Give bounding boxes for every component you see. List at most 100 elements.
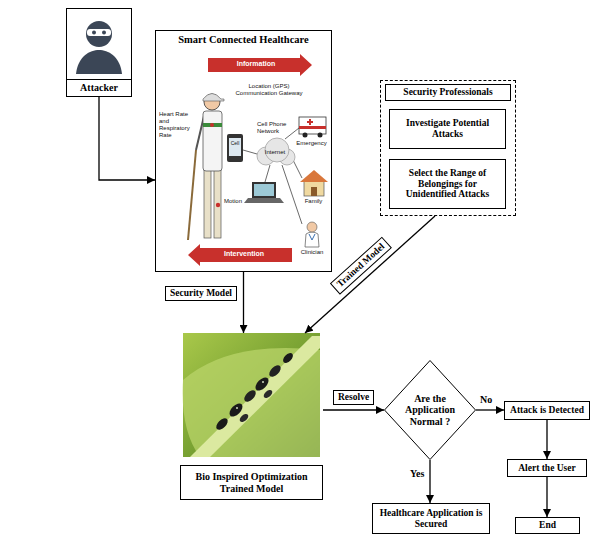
laptop — [252, 182, 276, 198]
network-links — [265, 165, 270, 182]
cell-phone — [227, 134, 243, 162]
patient-figure — [204, 170, 211, 238]
internet-cloud — [257, 138, 295, 165]
terminal-box: End — [515, 517, 580, 534]
aphid-photo — [262, 388, 274, 399]
node-label: Investigate Potential Attacks — [390, 116, 505, 142]
illustration-label: Cell Phone Network — [257, 121, 299, 135]
patient-figure — [203, 123, 222, 127]
diamond-outline — [385, 361, 476, 460]
patient-figure — [214, 170, 221, 238]
house — [300, 170, 328, 196]
aphid-photo — [267, 363, 283, 379]
laptop — [244, 182, 284, 203]
house — [304, 181, 324, 196]
ambulance — [299, 117, 326, 134]
aphid-photo — [214, 416, 230, 432]
flow-arrow — [546, 420, 547, 459]
network-links — [282, 165, 302, 224]
node-label: Attacker — [67, 79, 131, 97]
ambulance — [303, 133, 308, 138]
process-box: Healthcare Application is Secured — [372, 503, 490, 534]
edge-label: Security Model — [165, 286, 237, 301]
patient-figure — [188, 94, 224, 241]
node-label: Security Professionals — [385, 84, 511, 101]
node-label: Select the Range of Belongings for Unide… — [390, 166, 505, 203]
laptop — [254, 184, 274, 196]
attacker-icon — [76, 50, 122, 74]
laptop — [244, 198, 284, 203]
illustration-label: Heart Rate and Respiratory Rate — [159, 111, 197, 139]
illustration-label: Location (GPS) Communication Gateway — [233, 83, 305, 97]
intervention-band — [188, 244, 292, 266]
ambulance — [318, 133, 323, 138]
flow-arrow — [546, 477, 547, 517]
cell-phone — [229, 138, 241, 156]
illustration-label: Clinician — [294, 249, 330, 256]
decision-diamond: Are the Application Normal ? — [384, 360, 476, 460]
flow-arrow — [243, 272, 244, 333]
aphid-photo — [238, 412, 250, 423]
intervention-band — [188, 244, 292, 266]
house — [300, 170, 328, 182]
process-box: Select the Range of Belongings for Unide… — [389, 159, 506, 209]
information-band — [208, 54, 312, 76]
process-box: Investigate Potential Attacks — [389, 109, 506, 149]
clinician-figure — [309, 234, 315, 240]
edge-label: Yes — [409, 468, 425, 480]
node-label: Alert the User — [515, 463, 579, 474]
attacker-icon — [87, 29, 111, 36]
flow-arrow — [99, 97, 155, 180]
group-box: Security ProfessionalsInvestigate Potent… — [380, 80, 516, 216]
node-label: Are the Application Normal ? — [399, 393, 461, 428]
illustration-label: Internet — [258, 149, 292, 156]
node-label: Healthcare Application is Secured — [373, 507, 489, 531]
patient-figure — [210, 123, 214, 127]
flow-arrow — [305, 216, 435, 333]
patient-figure — [188, 150, 196, 240]
node-label: Attack is Detected — [506, 405, 588, 416]
node-label: End — [539, 520, 556, 531]
ambulance — [307, 121, 313, 123]
network-links — [243, 128, 302, 224]
ambulance — [299, 126, 326, 129]
edge-label: No — [479, 394, 493, 406]
attacker-icon — [92, 31, 96, 35]
clinician-figure — [305, 232, 319, 247]
network-links — [243, 150, 257, 154]
node-label: Bio Inspired Optimization Trained Model — [180, 465, 323, 500]
information-band — [208, 54, 312, 76]
edge-label: Trained Model — [330, 236, 393, 294]
aphid-photo — [281, 351, 294, 364]
ambulance — [299, 117, 326, 138]
aphid-photo — [262, 381, 264, 383]
house — [311, 187, 317, 196]
node-label: Smart Connected Healthcare — [156, 31, 331, 46]
cell-phone — [227, 134, 243, 162]
illustration-label: Information — [210, 60, 302, 68]
attacker-icon — [102, 31, 106, 35]
illustration-label: Cell — [229, 141, 241, 147]
flow-arrow — [429, 460, 430, 503]
patient-figure — [203, 94, 224, 102]
aphid-photo — [242, 388, 258, 404]
aphid-photo — [236, 407, 238, 409]
aphid-photo — [183, 333, 320, 457]
clinician-figure — [305, 222, 319, 247]
clinician-figure — [307, 222, 317, 232]
aphid-photo — [183, 333, 320, 457]
aphid-photo — [190, 336, 320, 457]
process-box: Attack is Detected — [504, 401, 590, 420]
illustration-label: Intervention — [198, 250, 290, 258]
patient-figure — [216, 203, 220, 207]
attacker-icon — [86, 21, 112, 47]
network-links — [285, 128, 299, 139]
model-box: Bio Inspired Optimization Trained Model — [180, 333, 323, 500]
patient-figure — [203, 111, 222, 171]
attacker-icon — [76, 21, 122, 74]
flow-arrow — [323, 409, 384, 410]
aphid-photo — [253, 375, 271, 393]
illustration-label: Family — [298, 198, 329, 205]
illustration-label: Motion — [224, 198, 250, 205]
actor-box: Attacker — [66, 8, 132, 97]
